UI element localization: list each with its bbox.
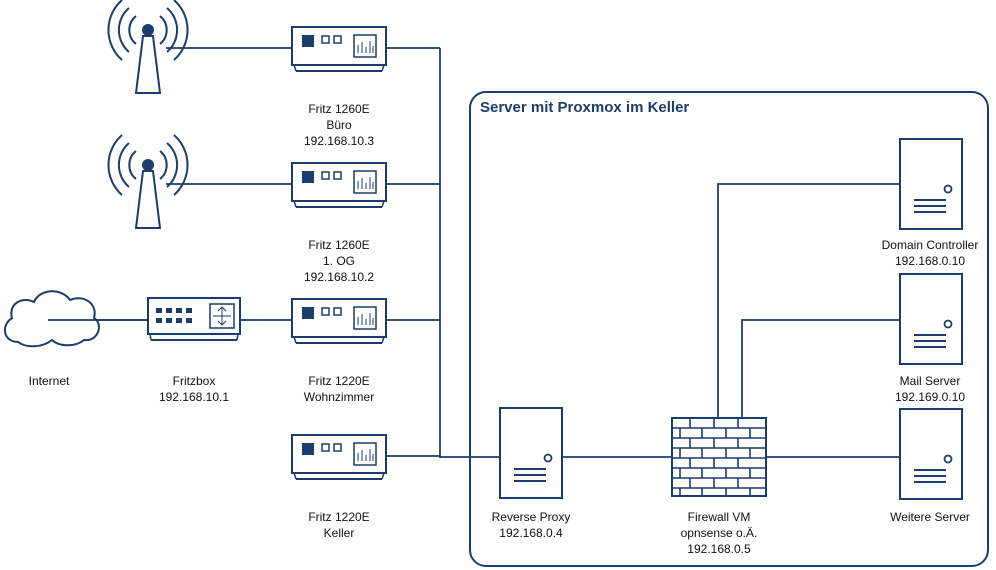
brick-wall-icon — [671, 417, 767, 497]
antenna-icon — [107, 0, 189, 94]
domain-controller-label: Domain Controller 192.168.0.10 — [881, 238, 979, 268]
router-icon — [147, 297, 241, 341]
repeater-og-label: Fritz 1260E 1. OG 192.168.10.2 — [303, 238, 375, 284]
mail-server-label: Mail Server 192.169.0.10 — [894, 374, 966, 404]
server-tower-icon — [899, 408, 963, 500]
link-firewall-domain-controller — [717, 183, 900, 418]
firewall-label: Firewall VM opnsense o.Ä. 192.168.0.5 — [680, 510, 758, 556]
powerline-adapter-icon — [291, 434, 387, 480]
internet-label: Internet — [28, 374, 70, 388]
repeater-keller-label: Fritz 1220E Keller — [308, 510, 370, 540]
connections — [48, 47, 900, 458]
server-tower-icon — [899, 273, 963, 365]
server-tower-icon — [899, 138, 963, 230]
brick-joints — [679, 418, 751, 496]
weitere-server-label: Weitere Server — [890, 510, 970, 524]
antenna-icon — [107, 134, 189, 229]
powerline-adapter-icon — [291, 298, 387, 344]
repeater-buero-label: Fritz 1260E Büro 192.168.10.3 — [303, 102, 375, 148]
cloud-icon — [3, 290, 100, 348]
powerline-adapter-icon — [291, 26, 387, 72]
proxmox-group-box — [469, 91, 989, 567]
reverse-proxy-label: Reverse Proxy 192.168.0.4 — [491, 510, 571, 540]
link-firewall-mail-server — [741, 319, 900, 418]
server-tower-icon — [499, 407, 563, 499]
powerline-adapter-icon — [291, 162, 387, 208]
fritzbox-label: Fritzbox 192.168.10.1 — [158, 374, 230, 404]
repeater-wohnzimmer-label: Fritz 1220E Wohnzimmer — [303, 374, 375, 404]
proxmox-group-title: Server mit Proxmox im Keller — [480, 99, 690, 116]
